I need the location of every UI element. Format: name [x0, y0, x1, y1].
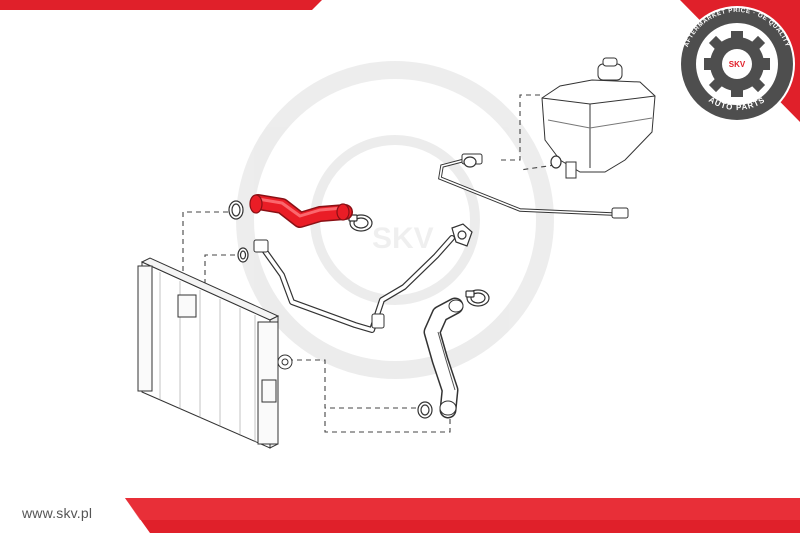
- footer-url[interactable]: www.skv.pl: [22, 505, 93, 521]
- coolant-pipe: [253, 235, 455, 333]
- gear-icon: [704, 31, 770, 97]
- badge-center-text: SKV: [729, 60, 746, 69]
- skv-badge: SKV AFTERMARKET PRICE · OE QUALITY AUTO …: [679, 6, 795, 122]
- watermark-text: SKV: [372, 222, 434, 255]
- radiator: [137, 257, 293, 449]
- o-ring-seals: [228, 155, 562, 419]
- top-left-accent-stripe: [0, 0, 322, 10]
- upper-radiator-hose: [249, 194, 353, 228]
- hose-clamps: [348, 214, 490, 307]
- lower-radiator-hose: [423, 297, 464, 419]
- bottom-accent-shade: [125, 498, 800, 520]
